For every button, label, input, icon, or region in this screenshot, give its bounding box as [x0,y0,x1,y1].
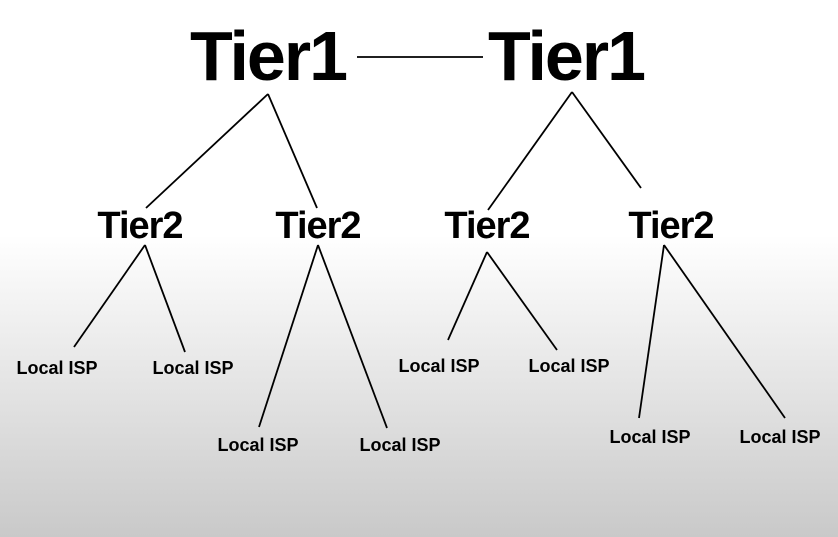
local-isp-node-a1: Local ISP [16,358,98,378]
tier2-node-d: Tier2 [628,205,714,247]
tier1-node-right: Tier1 [487,17,646,95]
edge-tier2-a-to-isp-a1 [73,244,146,348]
local-isp-node-a2: Local ISP [152,358,234,378]
local-isp-node-d2: Local ISP [739,427,821,447]
edge-tier2-c-to-isp-c2 [486,251,558,351]
edge-tier2-c-to-isp-c1 [447,251,488,341]
local-isp-node-c1: Local ISP [398,356,480,376]
tier1-node-left: Tier1 [189,17,348,95]
local-isp-node-c2: Local ISP [528,356,610,376]
edge-tier2-a-to-isp-a2 [144,244,186,353]
edge-tier2-d-to-isp-d2 [663,244,786,419]
local-isp-node-d1: Local ISP [609,427,691,447]
tier2-node-b: Tier2 [275,205,361,247]
local-isp-node-b1: Local ISP [217,435,299,455]
edge-tier2-d-to-isp-d1 [638,244,665,419]
tier2-node-a: Tier2 [97,205,183,247]
edge-tier1-right-to-tier2-d [571,91,642,189]
edge-tier1-left-to-tier2-b [267,93,318,209]
edge-tier2-b-to-isp-b2 [317,244,388,429]
edge-tier1-left-to-tier2-a [145,93,269,209]
local-isp-node-b2: Local ISP [359,435,441,455]
edge-tier1-right-to-tier2-c [487,91,573,211]
tier2-node-c: Tier2 [444,205,530,247]
edge-tier2-b-to-isp-b1 [258,244,319,428]
